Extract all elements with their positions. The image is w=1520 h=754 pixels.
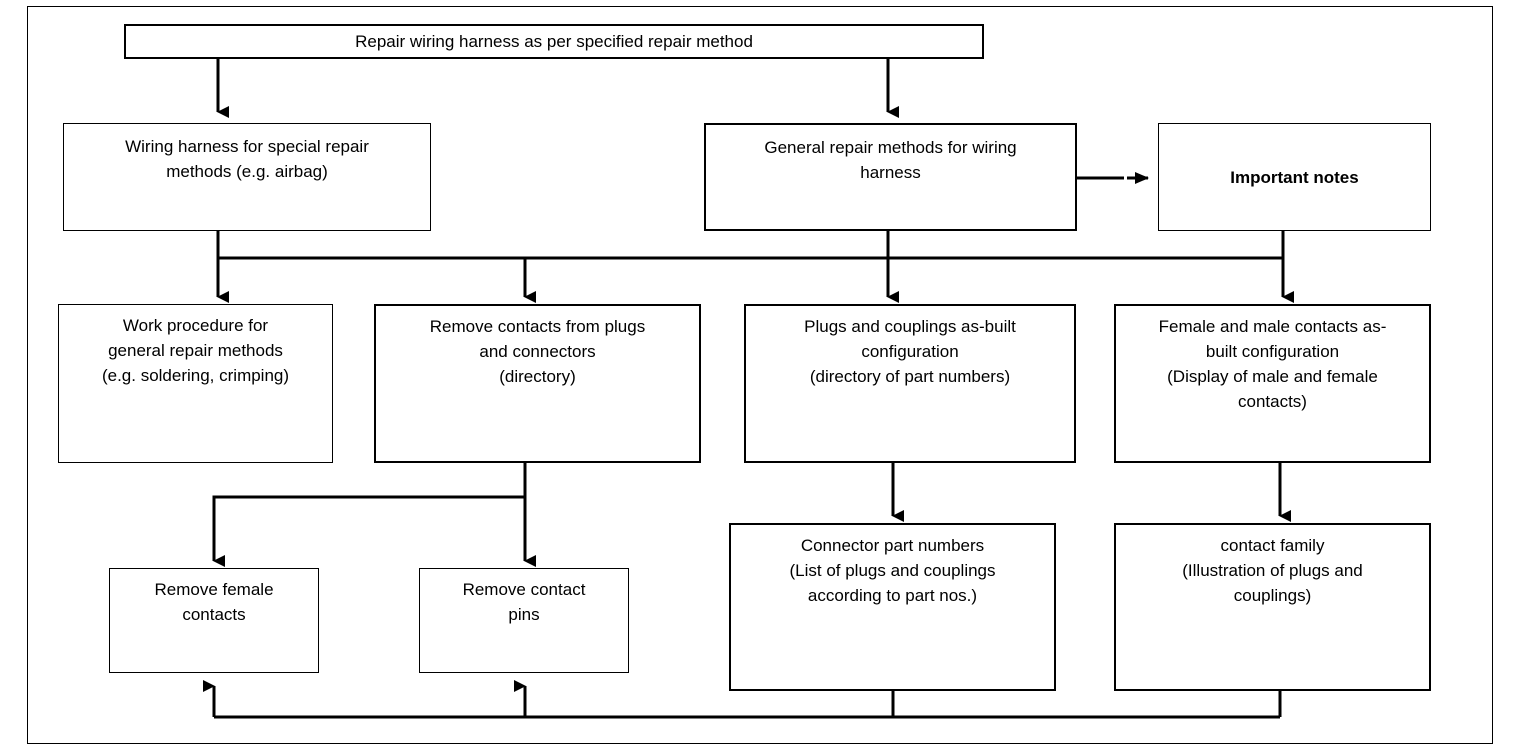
- node-label: Remove female contacts: [154, 580, 274, 624]
- node-remove-contact-pins[interactable]: Remove contact pins: [419, 568, 629, 673]
- node-label: contact family (Illustration of plugs an…: [1182, 536, 1363, 605]
- node-important-notes[interactable]: Important notes: [1158, 123, 1431, 231]
- node-label: Repair wiring harness as per specified r…: [355, 32, 753, 51]
- node-label: Plugs and couplings as-built configurati…: [804, 317, 1016, 386]
- node-label: Remove contact pins: [462, 580, 586, 624]
- node-repair-wiring-harness[interactable]: Repair wiring harness as per specified r…: [124, 24, 984, 59]
- node-label: Remove contacts from plugs and connector…: [429, 317, 646, 386]
- node-wiring-harness-special-repair-methods[interactable]: Wiring harness for special repair method…: [63, 123, 431, 231]
- node-label: Female and male contacts as- built confi…: [1158, 317, 1387, 411]
- node-female-and-male-contacts-as-built[interactable]: Female and male contacts as- built confi…: [1114, 304, 1431, 463]
- node-remove-contacts-from-plugs[interactable]: Remove contacts from plugs and connector…: [374, 304, 701, 463]
- node-label: Work procedure for general repair method…: [101, 316, 290, 385]
- node-contact-family[interactable]: contact family (Illustration of plugs an…: [1114, 523, 1431, 691]
- node-connector-part-numbers[interactable]: Connector part numbers (List of plugs an…: [729, 523, 1056, 691]
- node-remove-female-contacts[interactable]: Remove female contacts: [109, 568, 319, 673]
- node-label: General repair methods for wiring harnes…: [764, 138, 1017, 182]
- node-label: Connector part numbers (List of plugs an…: [789, 536, 996, 605]
- node-label: Important notes: [1230, 167, 1359, 187]
- diagram-border: [27, 6, 1493, 744]
- node-general-repair-methods[interactable]: General repair methods for wiring harnes…: [704, 123, 1077, 231]
- node-plugs-and-couplings-as-built[interactable]: Plugs and couplings as-built configurati…: [744, 304, 1076, 463]
- node-label: Wiring harness for special repair method…: [125, 137, 369, 181]
- node-work-procedure-general-repair-methods[interactable]: Work procedure for general repair method…: [58, 304, 333, 463]
